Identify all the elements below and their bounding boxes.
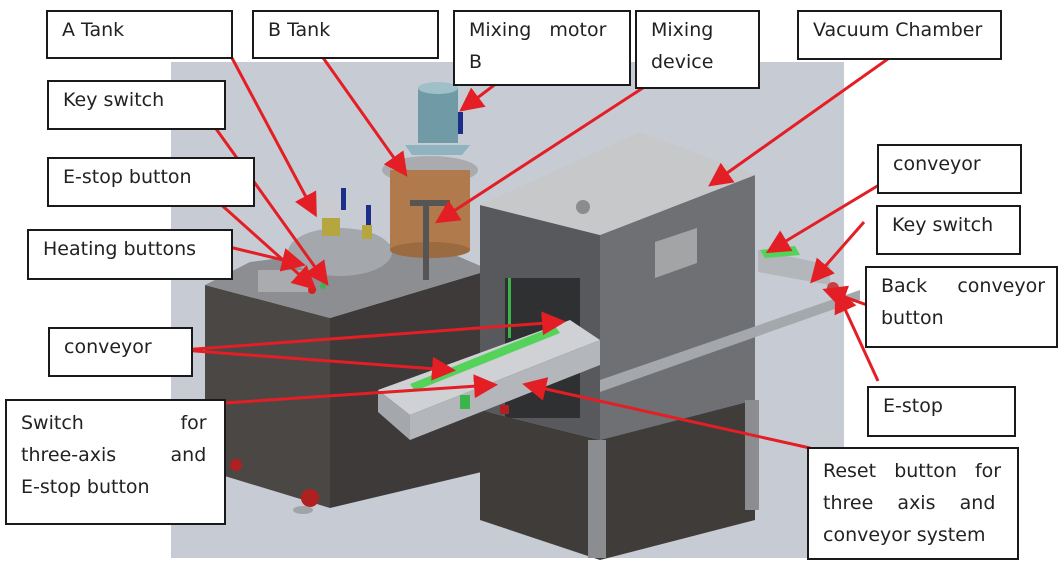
label-text: conveyor (64, 336, 152, 358)
label-text: conveyor (893, 153, 981, 175)
label-text: conveyor system (823, 524, 986, 546)
label-text: B (469, 51, 483, 73)
label-text: Back conveyor (881, 275, 1046, 297)
control-panel (258, 270, 310, 292)
label-key-switch-left: Key switch (47, 80, 226, 130)
label-text: Key switch (63, 89, 165, 111)
heating-button-indicator (308, 286, 316, 294)
a-tank-shape (288, 188, 392, 276)
label-b-tank: B Tank (252, 10, 439, 59)
label-mixing-motor-b: Mixing motor B (453, 10, 631, 86)
label-text: Switch for (21, 412, 207, 434)
label-text: E-stop button (63, 166, 192, 188)
label-vacuum-chamber: Vacuum Chamber (797, 10, 1002, 60)
label-switch-three-axis: Switch for three-axis and E-stop button (5, 399, 226, 525)
back-conveyor-button-shape (827, 282, 839, 294)
label-text: E-stop button (21, 476, 150, 498)
caster-wheel (301, 489, 319, 507)
label-text: A Tank (62, 19, 125, 41)
label-text: three axis and (823, 492, 996, 514)
label-heating-buttons: Heating buttons (27, 229, 233, 280)
chamber-window (655, 228, 697, 278)
label-e-stop-right: E-stop (867, 386, 1016, 437)
mixing-motor-shape (405, 82, 470, 155)
label-text: Key switch (892, 214, 994, 236)
label-text: button (881, 307, 944, 329)
label-e-stop-button-left: E-stop button (47, 157, 255, 207)
label-back-conveyor-button: Back conveyor button (865, 266, 1058, 348)
label-text: Mixing (651, 19, 714, 41)
label-conveyor-left: conveyor (48, 327, 193, 377)
label-mixing-device: Mixing device (635, 10, 760, 89)
label-text: Mixing motor (469, 19, 607, 41)
label-reset-button: Reset button for three axis and conveyor… (807, 447, 1019, 560)
label-conveyor-right: conveyor (877, 144, 1022, 194)
label-text: Vacuum Chamber (813, 19, 983, 41)
label-text: device (651, 51, 714, 73)
label-a-tank: A Tank (46, 10, 233, 59)
label-text: Reset button for (823, 460, 1002, 482)
label-text: E-stop (883, 395, 943, 417)
label-text: three-axis and (21, 444, 207, 466)
label-text: Heating buttons (43, 238, 197, 260)
label-text: B Tank (268, 19, 331, 41)
label-key-switch-right: Key switch (876, 205, 1021, 255)
